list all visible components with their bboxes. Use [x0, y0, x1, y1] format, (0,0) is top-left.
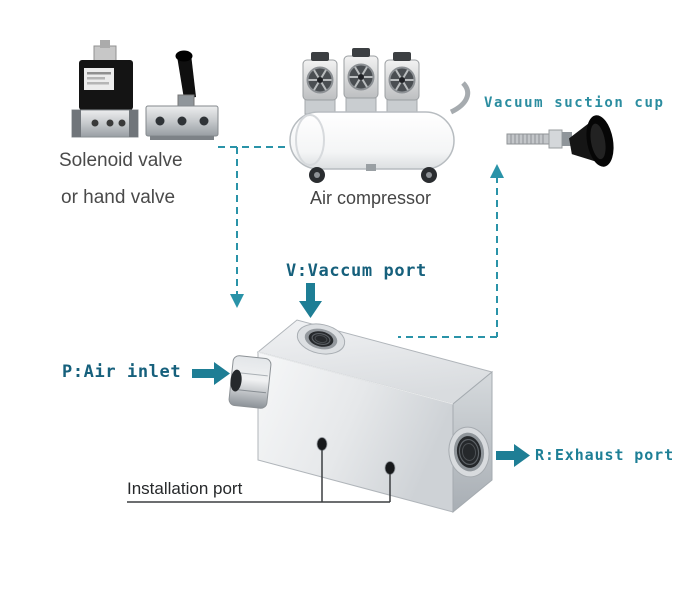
solenoid-port [106, 119, 114, 127]
air-inlet-arrow-icon [192, 362, 230, 385]
vacuum-port-hole [296, 323, 346, 355]
hand-valve-pivot [177, 94, 195, 108]
solenoid-body-endcap [129, 110, 138, 137]
suction-cup-hex-nut [548, 129, 563, 149]
hand-valve-lever [177, 54, 196, 99]
compressor-wheel-hub [314, 172, 320, 178]
compressor-wheel-hub [426, 172, 432, 178]
dashed-connectors [218, 146, 498, 338]
exhaust-port-hole [448, 426, 490, 478]
installation-leader-lines [127, 450, 391, 503]
air-compressor-illustration [289, 48, 471, 183]
vacuum-port-arrow-icon [299, 283, 322, 318]
solenoid-connector [93, 45, 117, 63]
hand-valve-illustration [145, 50, 219, 140]
installation-port-label: Installation port [127, 479, 243, 498]
shaft-threads [510, 134, 544, 144]
vacuum-generator-block [228, 319, 494, 514]
dashed-arrowhead-up-icon [490, 164, 504, 178]
compressor-tank [289, 111, 455, 170]
compressor-pump-head [343, 48, 379, 115]
solenoid-plate-line [87, 77, 105, 80]
exhaust-port-label: R:Exhaust port [535, 446, 675, 464]
dashed-arrowhead-down-icon [230, 294, 244, 308]
vacuum-port-label: V:Vaccum port [286, 261, 427, 281]
compressor-pump-head [302, 52, 338, 115]
block-edge-highlight [257, 351, 454, 405]
solenoid-plate-line [87, 82, 109, 85]
solenoid-port [91, 119, 99, 127]
compressor-handle [449, 81, 471, 115]
hand-valve-knob [175, 50, 193, 62]
installation-hole [316, 437, 328, 451]
air-inlet-hex-fitting [228, 355, 272, 409]
compressor-pump-head [384, 52, 420, 115]
suction-cup-illustration [506, 115, 614, 167]
solenoid-valve-label-line2: or hand valve [61, 187, 176, 208]
hand-valve-port [199, 116, 209, 126]
exhaust-port-arrow-icon [496, 444, 530, 467]
solenoid-plate-line [87, 72, 111, 75]
suction-cup-body [569, 115, 614, 167]
vacuum-suction-cup-label: Vacuum suction cup [484, 95, 665, 111]
hand-valve-flange [150, 136, 214, 140]
tank-endcap-line [295, 114, 325, 166]
solenoid-body [71, 109, 139, 138]
solenoid-connector-top [100, 40, 110, 48]
compressor-drain [366, 164, 376, 171]
solenoid-valve-illustration [71, 40, 139, 138]
hand-valve-port [155, 116, 165, 126]
air-compressor-label: Air compressor [310, 188, 432, 208]
solenoid-body-endcap [72, 110, 81, 137]
solenoid-valve-label-line1: Solenoid valve [59, 150, 183, 171]
solenoid-port [118, 119, 126, 127]
air-inlet-label: P:Air inlet [62, 362, 182, 382]
installation-hole [384, 461, 396, 475]
suction-cup-collar [562, 132, 572, 146]
hand-valve-port [177, 116, 187, 126]
